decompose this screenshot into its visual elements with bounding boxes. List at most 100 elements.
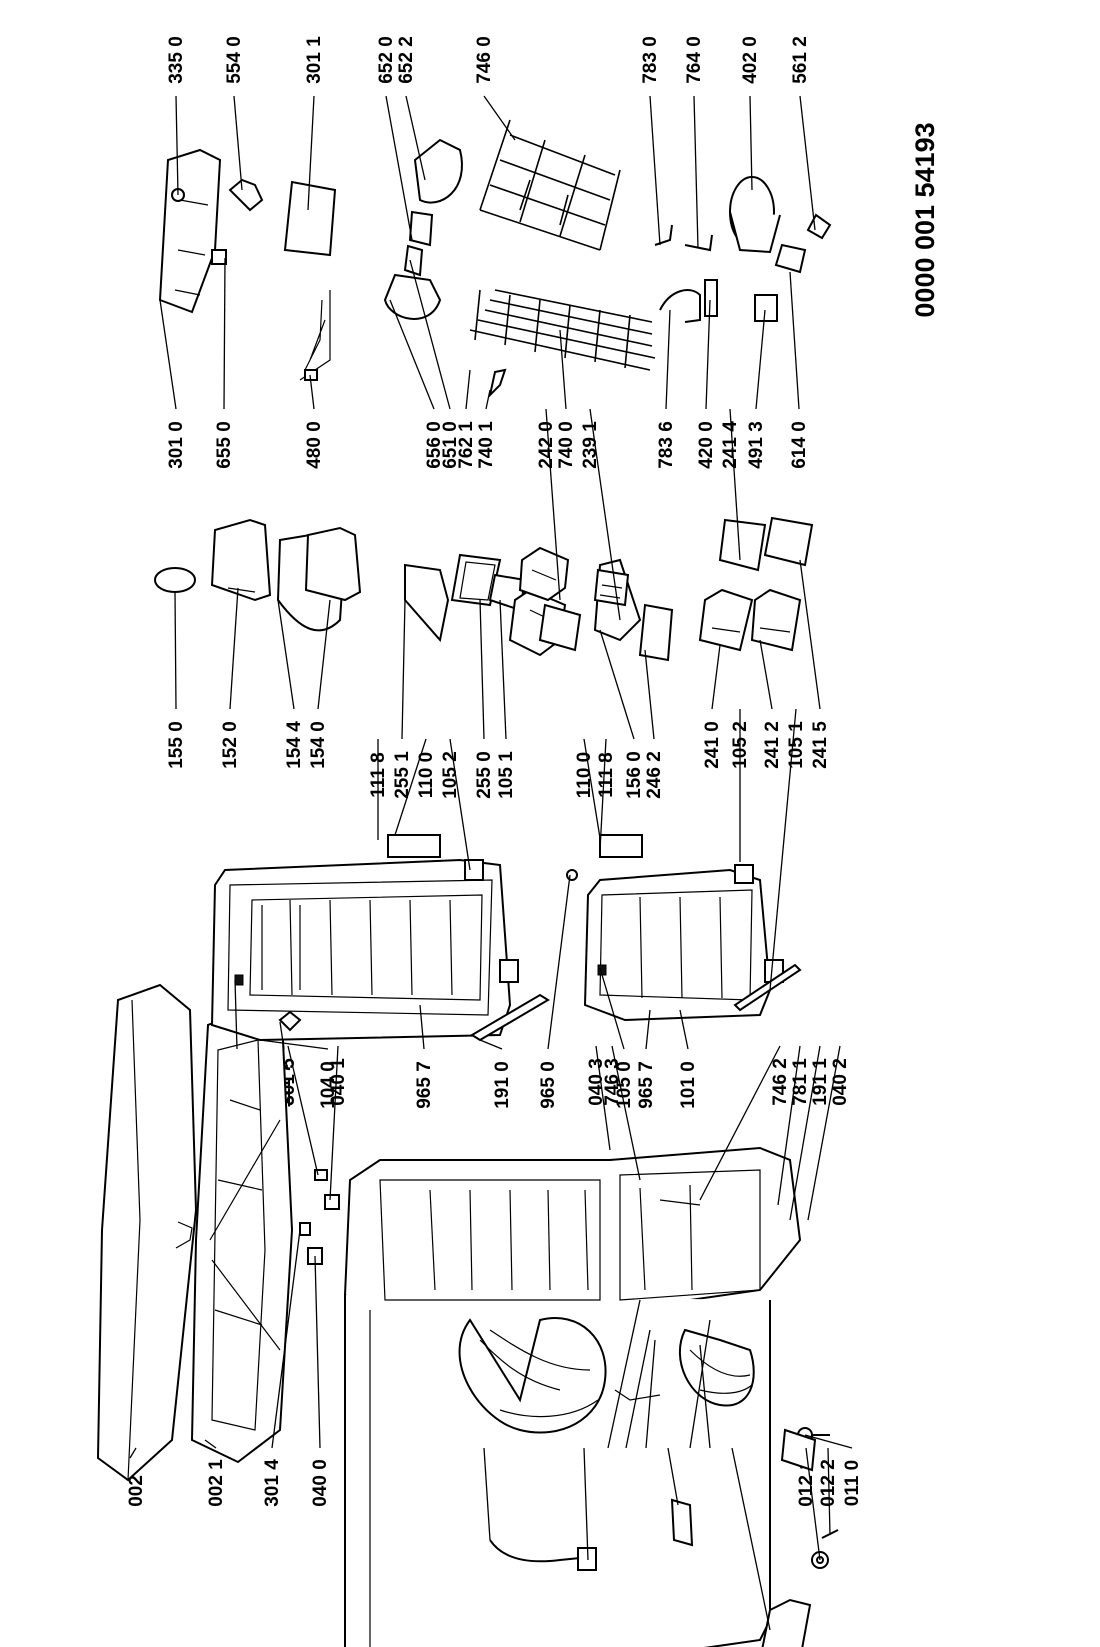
leader-c5-6 xyxy=(485,389,491,410)
part-label-c6-9: 561 2 xyxy=(790,36,811,84)
part-label-c5-8: 740 0 xyxy=(556,421,577,469)
leader-c1-9 xyxy=(667,1447,679,1506)
part-label-c5-14: 614 0 xyxy=(789,421,810,469)
door-balconies xyxy=(154,518,527,643)
pipes xyxy=(654,224,718,323)
part-label-c4-9: 105 1 xyxy=(496,751,517,799)
leader-c3-4 xyxy=(479,1039,503,1050)
part-label-c4-13: 246 2 xyxy=(644,751,665,799)
leader-c4-12 xyxy=(599,629,635,740)
leader-c1-0 xyxy=(129,1447,137,1459)
part-label-c5-3: 656 0 xyxy=(424,421,445,469)
leader-c5-14 xyxy=(789,271,800,410)
leader-c4-18 xyxy=(799,559,821,710)
leader-c3-7 xyxy=(645,1009,651,1050)
leader-c1-4 xyxy=(483,1447,491,1541)
part-label-c4-0: 155 0 xyxy=(166,721,187,769)
leader-c4-5 xyxy=(401,599,406,740)
leader-c1-7 xyxy=(625,1329,651,1449)
leader-c1-8 xyxy=(645,1339,656,1449)
document-number: 0000 001 54193 xyxy=(910,122,940,317)
leader-c5-5 xyxy=(465,369,471,410)
leader-c1-1 xyxy=(204,1439,217,1449)
part-label-c5-12: 241 4 xyxy=(720,421,741,469)
leader-c5-1 xyxy=(223,257,226,410)
leader-c1-10 xyxy=(689,1319,711,1449)
top-cover xyxy=(96,983,198,1482)
leader-c2c-2 xyxy=(789,1045,821,1221)
part-label-c4-18: 241 5 xyxy=(810,721,831,769)
part-label-c5-11: 420 0 xyxy=(696,421,717,469)
upper-door xyxy=(210,858,550,1042)
part-label-c4-12: 156 0 xyxy=(624,751,645,799)
leader-c3-0 xyxy=(234,979,238,1050)
part-label-c2c-2: 191 1 xyxy=(810,1058,831,1106)
leader-c3-5 xyxy=(547,874,571,1050)
part-label-c3-2: 104 0 xyxy=(318,1061,339,1109)
leader-c5-0 xyxy=(159,299,177,410)
leader-c3-2 xyxy=(259,1039,329,1050)
leader-c1-11 xyxy=(699,1344,711,1449)
lamp-assembly xyxy=(383,138,463,320)
part-label-c4-3: 154 0 xyxy=(308,721,329,769)
part-label-c1-2: 301 4 xyxy=(262,1459,283,1507)
leader-c6-6 xyxy=(649,95,661,246)
part-label-c2b-1: 746 3 xyxy=(602,1058,623,1106)
leader-c1-2 xyxy=(271,1229,301,1449)
part-label-c6-1: 554 0 xyxy=(224,36,245,84)
leader-lines xyxy=(129,95,853,1631)
leader-c5-11 xyxy=(705,299,711,410)
small-brackets xyxy=(299,1169,340,1265)
leader-c6-4 xyxy=(405,95,426,181)
leader-c2c-3 xyxy=(807,1045,841,1221)
leader-c6-9 xyxy=(799,95,816,231)
leader-c1-12 xyxy=(731,1447,771,1631)
part-label-c4-2: 154 4 xyxy=(284,721,305,769)
part-label-c2b-0: 040 3 xyxy=(586,1058,607,1106)
leader-c6-7 xyxy=(693,95,699,249)
part-label-c1-1: 002 1 xyxy=(206,1459,227,1507)
leader-c6-1 xyxy=(233,95,243,191)
leader-c2c-1 xyxy=(777,1045,801,1206)
leader-c6-8 xyxy=(749,95,753,191)
part-label-c6-4: 652 2 xyxy=(396,36,417,84)
leader-c4-11 xyxy=(599,738,607,851)
freezer-baskets xyxy=(508,516,814,662)
part-label-c5-6: 740 1 xyxy=(476,421,497,469)
leader-c4-13 xyxy=(644,649,655,740)
part-label-c2a-1: 040 1 xyxy=(328,1058,349,1106)
leader-c5-13 xyxy=(755,309,766,410)
leader-c2c-0 xyxy=(699,1045,781,1201)
leader-c4-9 xyxy=(499,599,507,740)
evaporator xyxy=(469,119,656,399)
part-label-c4-11: 111 8 xyxy=(596,752,617,797)
leader-c5-12 xyxy=(729,408,741,561)
leader-c6-0 xyxy=(175,95,179,196)
part-label-c3-5: 965 0 xyxy=(538,1061,559,1109)
leader-c5-2 xyxy=(309,374,315,410)
part-label-c4-5: 255 1 xyxy=(392,751,413,799)
part-label-c3-7: 965 7 xyxy=(636,1061,657,1109)
part-label-c4-6: 110 0 xyxy=(416,752,437,799)
part-label-c6-3: 652 0 xyxy=(376,36,397,84)
leader-c1-3 xyxy=(314,1255,321,1449)
part-label-c6-2: 301 1 xyxy=(304,36,325,84)
leader-c3-3 xyxy=(419,1004,425,1050)
cabinet-body xyxy=(343,1146,802,1647)
leader-c6-2 xyxy=(307,95,315,211)
part-label-c5-9: 239 1 xyxy=(580,421,601,469)
leader-c2a-1 xyxy=(329,1045,339,1201)
leader-c4-7 xyxy=(449,738,471,871)
control-panel xyxy=(158,148,264,314)
leader-c5-4 xyxy=(409,259,451,410)
part-label-c6-0: 335 0 xyxy=(166,36,187,84)
leader-c4-6 xyxy=(394,738,427,836)
part-label-c3-6: 105 0 xyxy=(614,1061,635,1109)
leader-c3-8 xyxy=(679,1009,689,1050)
leader-c4-0 xyxy=(174,591,177,710)
part-label-c2c-0: 746 2 xyxy=(770,1058,791,1106)
